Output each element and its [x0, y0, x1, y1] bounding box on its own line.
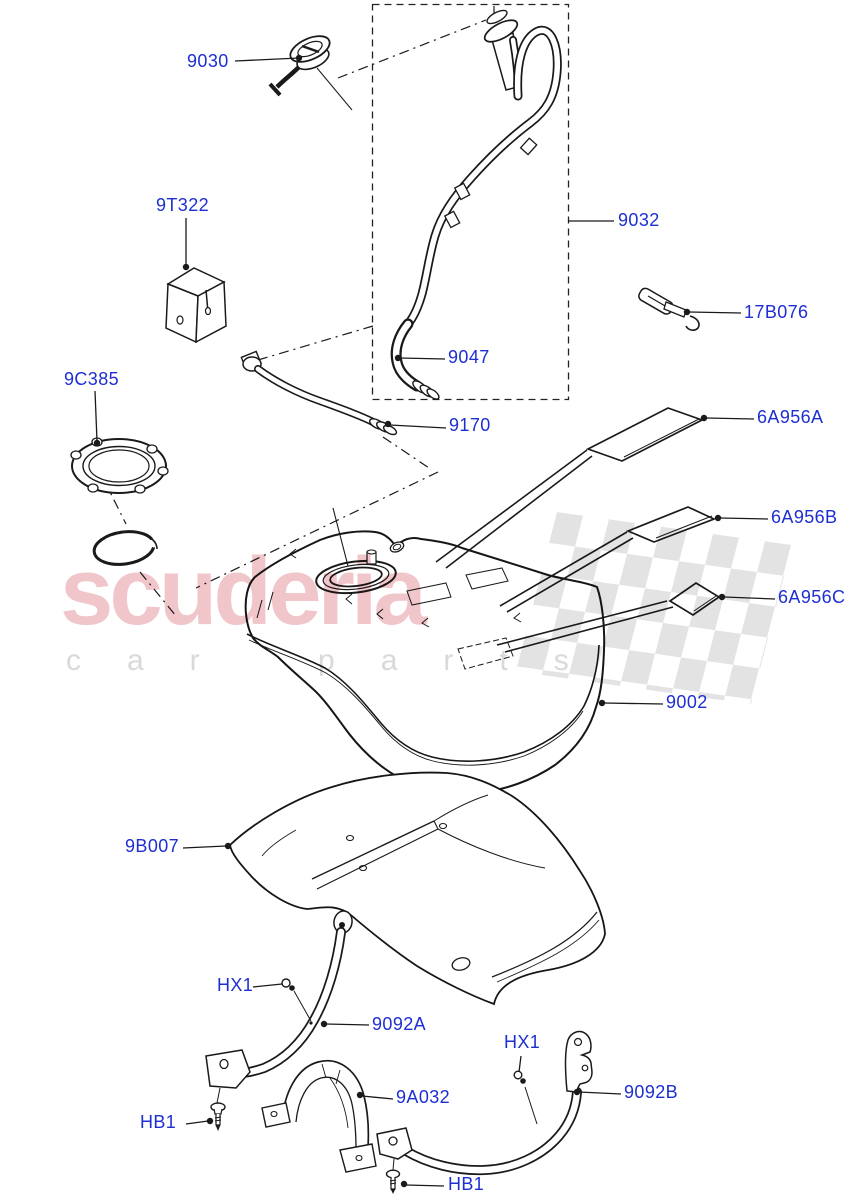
part-label-6A956C[interactable]: 6A956C [778, 587, 846, 607]
part-label-9030[interactable]: 9030 [187, 51, 229, 71]
part-label-HB1-right[interactable]: HB1 [448, 1174, 485, 1194]
assembly-axis-lines [103, 6, 495, 617]
part-label-HX1-left[interactable]: HX1 [217, 975, 254, 995]
seal-ring-drawing [92, 530, 159, 566]
insulator-pad-a-drawing [585, 407, 705, 462]
tunnel-heat-shield-drawing [261, 1059, 377, 1173]
part-label-9170[interactable]: 9170 [449, 415, 491, 435]
part-label-9A032[interactable]: 9A032 [396, 1087, 451, 1107]
part-label-9T322[interactable]: 9T322 [156, 195, 210, 215]
part-label-17B076[interactable]: 17B076 [744, 302, 809, 322]
filler-elbow-hose-drawing [390, 318, 440, 400]
part-label-9092A[interactable]: 9092A [372, 1014, 427, 1034]
part-label-6A956A[interactable]: 6A956A [757, 407, 824, 427]
watermark-brand-text: scuderia [60, 538, 427, 645]
evap-bracket-drawing [165, 267, 227, 344]
part-label-6A956B[interactable]: 6A956B [771, 507, 838, 527]
filler-hose-drawing [240, 350, 398, 436]
watermark: scuderia car parts [60, 512, 792, 705]
fuel-filler-cap-drawing [268, 35, 353, 111]
part-label-9092B[interactable]: 9092B [624, 1082, 679, 1102]
checkered-flag-watermark [515, 512, 792, 705]
part-label-HB1-left[interactable]: HB1 [140, 1112, 177, 1132]
leader-lines [94, 57, 776, 1187]
part-label-9032[interactable]: 9032 [618, 210, 660, 230]
part-label-9B007[interactable]: 9B007 [125, 836, 180, 856]
part-label-9002[interactable]: 9002 [666, 692, 708, 712]
lock-ring-drawing [70, 437, 169, 494]
part-label-9C385[interactable]: 9C385 [64, 369, 120, 389]
part-label-9047[interactable]: 9047 [448, 347, 490, 367]
retainer-clip-drawing [638, 287, 700, 331]
filler-pipe-drawing [403, 9, 562, 329]
part-label-HX1-right[interactable]: HX1 [504, 1032, 541, 1052]
tank-strap-left-drawing [205, 910, 353, 1132]
tank-heat-shield-drawing [229, 771, 606, 1006]
watermark-sub-text: car parts [66, 644, 615, 677]
tank-strap-right-drawing [376, 1030, 593, 1194]
callout-box [371, 3, 570, 401]
